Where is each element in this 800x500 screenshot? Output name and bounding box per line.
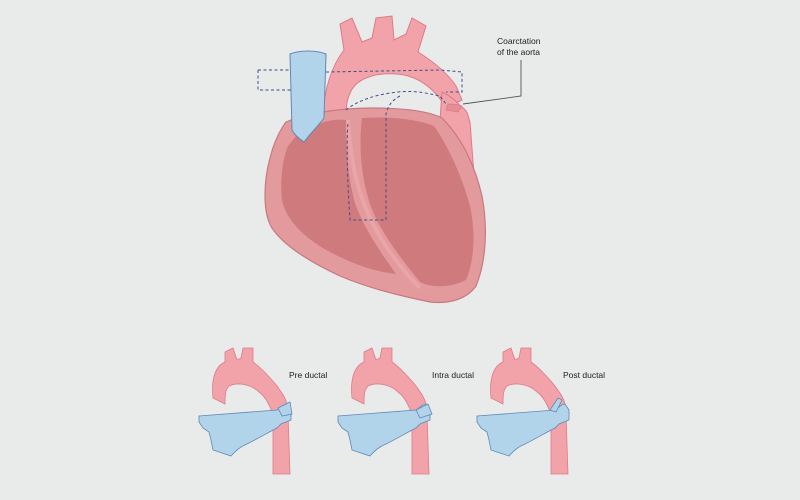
intra-ductal-ductus bbox=[415, 403, 433, 419]
superior-vena-cava bbox=[289, 50, 327, 143]
variant-pre-ductal: Pre ductal bbox=[198, 347, 327, 475]
variant-intra-ductal: Intra ductal bbox=[337, 347, 474, 475]
post-ductal-ductus bbox=[549, 397, 563, 413]
intra-ductal-label: Intra ductal bbox=[432, 370, 474, 380]
coarctation-label-line2: of the aorta bbox=[497, 47, 540, 57]
post-ductal-label: Post ductal bbox=[563, 370, 605, 380]
heart-septum bbox=[346, 119, 422, 290]
heart-chamber-right bbox=[360, 117, 474, 287]
coarctation-label-line1: Coarctation bbox=[497, 36, 541, 46]
coarctation-annotation: Coarctation of the aorta bbox=[462, 36, 541, 105]
coarctation-constriction bbox=[445, 103, 463, 113]
heart-chamber-left bbox=[281, 119, 396, 274]
variant-post-ductal: Post ductal bbox=[476, 347, 605, 475]
pre-ductal-label: Pre ductal bbox=[289, 370, 327, 380]
heart-illustration bbox=[257, 15, 486, 304]
coarctation-pointer-line bbox=[462, 60, 522, 105]
aortic-arch bbox=[321, 15, 463, 121]
pre-ductal-ductus bbox=[277, 401, 293, 417]
